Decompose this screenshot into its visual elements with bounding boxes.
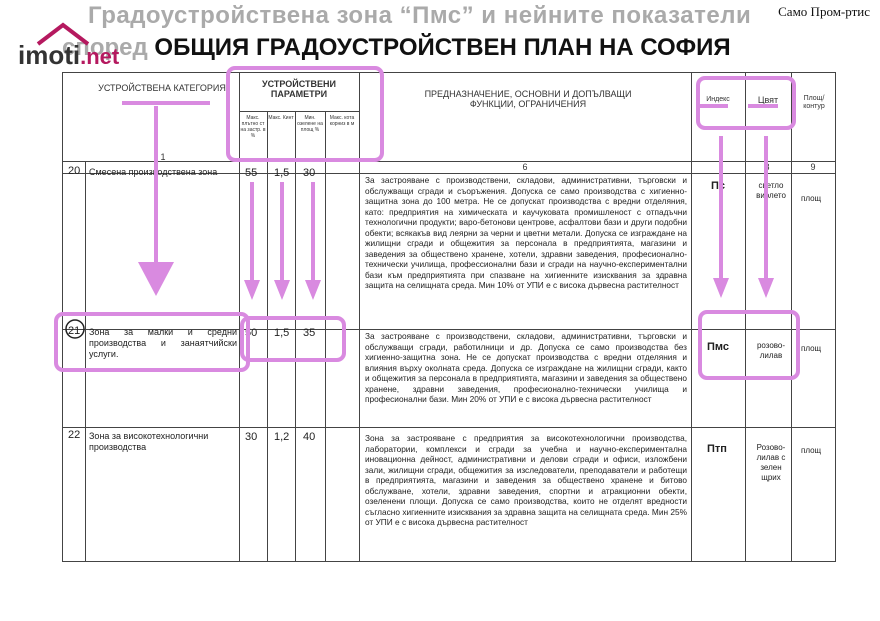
header-purpose: ПРЕДНАЗНАЧЕНИЕ, ОСНОВНИ И ДОПЪЛВАЩИ ФУНК… [424, 89, 632, 109]
col-number-1: 1 [160, 152, 166, 162]
header-green: Мин. озелене на площ % [297, 115, 323, 133]
row-21-description: За застрояване с производствени, складов… [365, 331, 687, 404]
row-21-area: площ [801, 344, 822, 353]
row-21-name: Зона за малки и средни производства и за… [89, 327, 237, 360]
row-20-name: Смесена производствена зона [89, 167, 218, 177]
row-21-kint: 1,5 [274, 327, 290, 339]
title-main: ОБЩИЯ ГРАДОУСТРОЙСТВЕН ПЛАН НА СОФИЯ [154, 34, 731, 61]
logo-house-icon [36, 22, 90, 46]
header-cornice: Макс. кота корниз в м [329, 115, 355, 127]
row-22-green: 40 [303, 431, 316, 443]
row-21-index: Пмс [707, 341, 730, 353]
row-20-density: 55 [245, 167, 258, 179]
row-20-color: светло виолето [756, 181, 786, 200]
row-21-color: розово-лилав [756, 341, 786, 360]
row-21-name-highlight [54, 312, 250, 372]
row-20-green: 30 [303, 167, 316, 179]
category-underline [122, 101, 210, 105]
index-color-header-highlight [696, 76, 796, 130]
row-22-kint: 1,2 [274, 431, 290, 443]
watermark-text: Само Пром-ртис [778, 4, 870, 19]
color-underline [748, 104, 778, 108]
col-number-6: 6 [522, 162, 528, 172]
header-index: Индекс [706, 96, 730, 103]
header-color: Цвят [757, 95, 779, 105]
zoning-table: УСТРОЙСТВЕНА КАТЕГОРИЯ УСТРОЙСТВЕНИ ПАРА… [62, 72, 836, 562]
page-title-line1: Градоустройствена зона “Пмс” и нейните п… [88, 2, 752, 29]
header-category: УСТРОЙСТВЕНА КАТЕГОРИЯ [98, 83, 226, 93]
row-20-area: площ [801, 194, 822, 203]
header-density: Макс. плътно ст на застр. в % [240, 115, 266, 139]
row-22-color: Розово-лилав с зелен щрих [756, 443, 786, 482]
row-20-description: За застрояване с производствени, складов… [365, 175, 687, 290]
row-20-number: 20 [68, 165, 81, 177]
logo-suffix: .net [80, 44, 120, 69]
header-area: Площ/ контур [803, 95, 825, 110]
header-params: УСТРОЙСТВЕНИ ПАРАМЕТРИ [262, 79, 336, 99]
header-kint: Макс. Кинт [268, 115, 294, 121]
row-20-kint: 1,5 [274, 167, 290, 179]
page-title-line2: според ОБЩИЯ ГРАДОУСТРОЙСТВЕН ПЛАН НА СО… [62, 34, 731, 62]
logo[interactable]: imoti.net [18, 40, 119, 71]
title-prefix: според [62, 34, 148, 61]
row-22-description: Зона за застрояване с предприятия за вис… [365, 433, 687, 527]
row-22-index: Птп [707, 443, 727, 455]
row-21-params-highlight [240, 316, 346, 362]
row-22-number: 22 [68, 429, 81, 441]
logo-main: imoti [18, 40, 81, 70]
index-underline [698, 104, 728, 108]
col-number-9: 9 [810, 162, 816, 172]
params-header-highlight [226, 66, 384, 162]
row-21-green: 35 [303, 327, 316, 339]
row-22-area: площ [801, 446, 822, 455]
row-22-density: 30 [245, 431, 258, 443]
row-22-name: Зона за високотехнологични производства [89, 431, 209, 453]
row-21-number: 21 [68, 325, 81, 337]
row-21-index-color-highlight [698, 310, 800, 380]
